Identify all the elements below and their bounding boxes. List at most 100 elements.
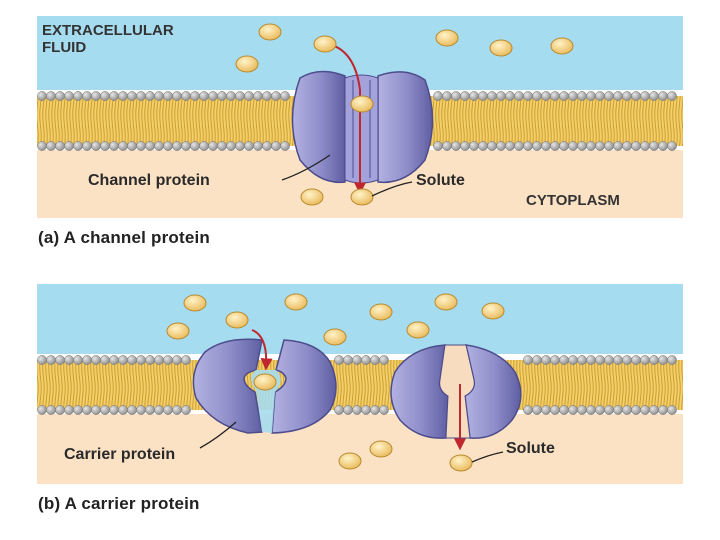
phospholipid-head bbox=[541, 355, 551, 365]
phospholipid-head bbox=[343, 355, 353, 365]
phospholipid-head bbox=[496, 141, 506, 151]
phospholipid-head bbox=[46, 91, 56, 101]
phospholipid-head bbox=[118, 141, 128, 151]
phospholipid-head bbox=[658, 355, 668, 365]
phospholipid-head bbox=[145, 141, 155, 151]
phospholipid-head bbox=[649, 91, 659, 101]
phospholipid-head bbox=[649, 405, 659, 415]
phospholipid-head bbox=[181, 405, 191, 415]
phospholipid-head bbox=[226, 91, 236, 101]
phospholipid-head bbox=[604, 91, 614, 101]
phospholipid-head bbox=[109, 355, 119, 365]
phospholipid-head bbox=[649, 355, 659, 365]
phospholipid-head bbox=[451, 141, 461, 151]
phospholipid-head bbox=[577, 91, 587, 101]
phospholipid-head bbox=[550, 355, 560, 365]
phospholipid-head bbox=[181, 91, 191, 101]
phospholipid-head bbox=[370, 355, 380, 365]
phospholipid-head bbox=[523, 355, 533, 365]
phospholipid-head bbox=[145, 91, 155, 101]
phospholipid-head bbox=[163, 141, 173, 151]
phospholipid-head bbox=[244, 91, 254, 101]
phospholipid-head bbox=[460, 91, 470, 101]
phospholipid-head bbox=[604, 141, 614, 151]
phospholipid-head bbox=[55, 141, 65, 151]
phospholipid-head bbox=[568, 141, 578, 151]
phospholipid-head bbox=[631, 405, 641, 415]
phospholipid-head bbox=[64, 405, 74, 415]
phospholipid-head bbox=[73, 91, 83, 101]
phospholipid-head bbox=[586, 91, 596, 101]
phospholipid-head bbox=[37, 91, 47, 101]
phospholipid-head bbox=[595, 141, 605, 151]
phospholipid-head bbox=[595, 91, 605, 101]
phospholipid-head bbox=[649, 141, 659, 151]
phospholipid-head bbox=[37, 355, 47, 365]
phospholipid-head bbox=[64, 141, 74, 151]
phospholipid-head bbox=[118, 91, 128, 101]
phospholipid-head bbox=[127, 91, 137, 101]
phospholipid-head bbox=[541, 141, 551, 151]
phospholipid-head bbox=[640, 405, 650, 415]
phospholipid-head bbox=[100, 91, 110, 101]
phospholipid-head bbox=[91, 141, 101, 151]
phospholipid-head bbox=[109, 91, 119, 101]
phospholipid-head bbox=[568, 355, 578, 365]
phospholipid-head bbox=[667, 91, 677, 101]
phospholipid-head bbox=[613, 91, 623, 101]
phospholipid-head bbox=[37, 141, 47, 151]
cytoplasm-region-b bbox=[37, 414, 683, 484]
phospholipid-head bbox=[217, 141, 227, 151]
phospholipid-head bbox=[100, 405, 110, 415]
carrier-protein-label: Carrier protein bbox=[64, 446, 176, 463]
phospholipid-head bbox=[55, 405, 65, 415]
phospholipid-head bbox=[334, 405, 344, 415]
phospholipid-head bbox=[559, 355, 569, 365]
phospholipid-head bbox=[532, 141, 542, 151]
phospholipid-head bbox=[505, 91, 515, 101]
phospholipid-head bbox=[514, 91, 524, 101]
phospholipid-head bbox=[667, 141, 677, 151]
phospholipid-head bbox=[82, 141, 92, 151]
solutes-b bbox=[166, 293, 505, 472]
phospholipid-head bbox=[73, 405, 83, 415]
solute-label-a: Solute bbox=[416, 172, 465, 189]
phospholipid-head bbox=[568, 405, 578, 415]
panel-b-carrier-protein bbox=[37, 284, 683, 484]
phospholipid-head bbox=[523, 141, 533, 151]
phospholipid-head bbox=[190, 141, 200, 151]
extracellular-label-line2: FLUID bbox=[42, 39, 87, 56]
phospholipid-head bbox=[622, 355, 632, 365]
phospholipid-head bbox=[127, 405, 137, 415]
phospholipid-head bbox=[442, 141, 452, 151]
phospholipid-head bbox=[46, 141, 56, 151]
carrier-protein-open-inside bbox=[390, 344, 522, 439]
phospholipid-head bbox=[181, 355, 191, 365]
phospholipid-head bbox=[343, 405, 353, 415]
phospholipid-head bbox=[613, 141, 623, 151]
extracellular-fluid-region-b bbox=[37, 284, 683, 354]
phospholipid-head bbox=[190, 91, 200, 101]
carrier-protein-open-outside bbox=[192, 338, 337, 434]
phospholipid-head bbox=[163, 405, 173, 415]
phospholipid-head bbox=[478, 141, 488, 151]
phospholipid-head bbox=[82, 405, 92, 415]
phospholipid-head bbox=[370, 405, 380, 415]
phospholipid-head bbox=[631, 91, 641, 101]
phospholipid-head bbox=[550, 405, 560, 415]
channel-protein-label: Channel protein bbox=[88, 172, 210, 189]
phospholipid-head bbox=[541, 405, 551, 415]
lipid-bilayer-b bbox=[37, 355, 683, 415]
cytoplasm-label: CYTOPLASM bbox=[526, 192, 620, 209]
phospholipid-head bbox=[172, 405, 182, 415]
phospholipid-head bbox=[361, 355, 371, 365]
phospholipid-head bbox=[658, 405, 668, 415]
phospholipid-head bbox=[550, 141, 560, 151]
phospholipid-head bbox=[586, 355, 596, 365]
phospholipid-head bbox=[154, 405, 164, 415]
panel-a-channel-protein bbox=[37, 16, 683, 218]
phospholipid-head bbox=[604, 405, 614, 415]
phospholipid-head bbox=[559, 91, 569, 101]
phospholipid-head bbox=[172, 91, 182, 101]
phospholipid-head bbox=[640, 91, 650, 101]
